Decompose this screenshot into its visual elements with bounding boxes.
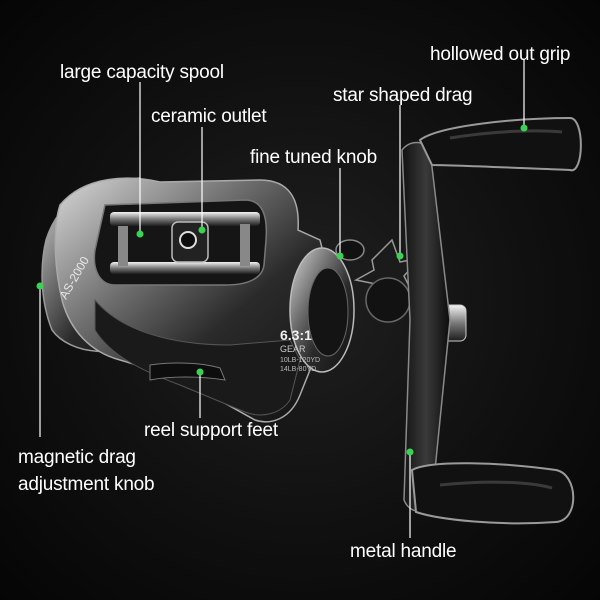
label-fine-tuned-knob: fine tuned knob [250,147,377,168]
handle-arm [401,141,451,512]
line-spec-1: 10LB-120YD [280,357,320,364]
top-grip [418,116,582,172]
label-ceramic-outlet: ceramic outlet [151,106,267,127]
label-reel-support-feet: reel support feet [144,420,278,441]
label-hollowed-out-grip: hollowed out grip [430,44,571,65]
gear-word-marking: GEAR [280,344,306,354]
label-metal-handle: metal handle [350,541,457,562]
bottom-grip [410,462,575,525]
label-magnetic-drag-line2: adjustment knob [18,474,155,495]
label-large-capacity-spool: large capacity spool [60,62,224,83]
leader-lines [39,60,525,538]
label-magnetic-drag-line1: magnetic drag [18,447,136,468]
line-spec-2: 14LB-80YD [280,366,316,373]
label-star-shaped-drag: star shaped drag [333,85,473,106]
callout-dots [36,124,528,456]
gear-ratio-marking: 6.3:1 [280,327,312,343]
